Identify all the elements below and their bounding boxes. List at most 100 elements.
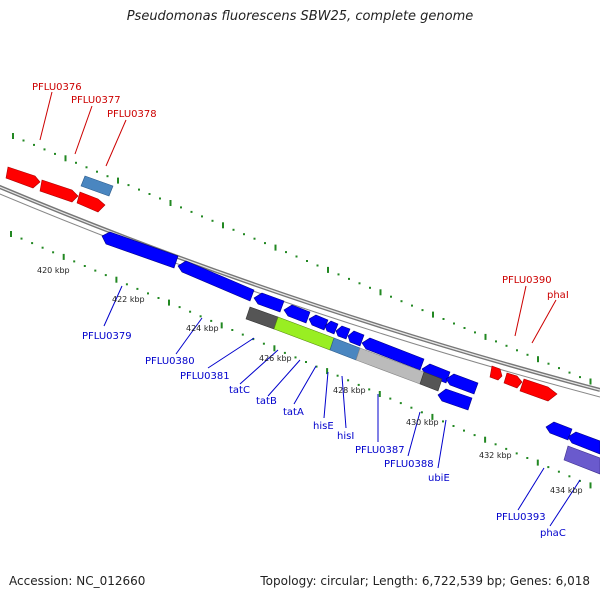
- tick-mark: [241, 333, 244, 336]
- gene-arrow[interactable]: [5, 166, 41, 189]
- tick-mark: [295, 255, 298, 258]
- tick-mark: [96, 170, 98, 173]
- gene-label[interactable]: hisE: [313, 421, 334, 432]
- tick-mark: [159, 197, 161, 200]
- gene-box[interactable]: [245, 306, 279, 330]
- tick-mark: [442, 420, 444, 423]
- tick-mark: [431, 413, 434, 420]
- gene-label[interactable]: PFLU0377: [71, 95, 121, 106]
- gene-label[interactable]: phaC: [540, 528, 566, 539]
- gene-arrow[interactable]: [335, 325, 351, 340]
- tick-mark: [452, 425, 455, 427]
- tick-mark: [484, 333, 487, 340]
- tick-mark: [420, 411, 423, 414]
- tick-mark: [273, 345, 276, 352]
- gene-arrow[interactable]: [39, 179, 79, 203]
- tick-mark: [12, 133, 14, 139]
- gene-arrow[interactable]: [361, 337, 425, 371]
- tick-mark: [495, 340, 497, 343]
- tick-mark: [178, 306, 181, 309]
- tick-mark: [147, 292, 149, 295]
- gene-box[interactable]: [80, 175, 114, 197]
- gene-label[interactable]: tatC: [229, 385, 250, 396]
- tick-mark: [169, 200, 172, 206]
- gene-arrow[interactable]: [567, 431, 600, 455]
- gene-label[interactable]: hisI: [337, 431, 354, 442]
- gene-label[interactable]: PFLU0390: [502, 275, 552, 286]
- gene-arrow[interactable]: [253, 292, 285, 313]
- genome-summary: Topology: circular; Length: 6,722,539 bp…: [260, 574, 590, 588]
- tick-mark: [201, 215, 203, 218]
- tick-mark: [264, 242, 266, 245]
- tick-mark: [138, 188, 140, 191]
- gene-arrow[interactable]: [437, 388, 473, 411]
- tick-mark: [326, 368, 329, 375]
- tick-mark: [106, 175, 109, 178]
- tick-mark: [378, 391, 381, 397]
- tick-mark: [243, 233, 245, 236]
- reverse-gene-labels: PFLU0379 PFLU0380 PFLU0381 tatC tatB tat…: [82, 331, 566, 539]
- gene-label[interactable]: ubiE: [428, 473, 450, 484]
- gene-box[interactable]: [419, 371, 443, 392]
- tick-mark: [484, 436, 487, 443]
- gene-label[interactable]: PFLU0387: [355, 445, 405, 456]
- tick-mark: [31, 242, 34, 245]
- tick-mark: [526, 457, 529, 459]
- tick-mark: [232, 228, 235, 231]
- tick-mark: [327, 266, 329, 273]
- tick-mark: [285, 251, 287, 254]
- gene-label[interactable]: PFLU0378: [107, 109, 157, 120]
- gene-label[interactable]: tatB: [256, 396, 277, 407]
- tick-mark: [463, 327, 466, 329]
- tick-mark: [537, 356, 539, 363]
- gene-arrow[interactable]: [503, 372, 523, 389]
- tick-mark: [22, 139, 25, 142]
- tick-mark: [125, 283, 128, 286]
- gene-arrow[interactable]: [101, 231, 179, 269]
- tick-mark: [252, 338, 255, 341]
- tick-mark: [336, 374, 339, 377]
- genome-backbone: [0, 184, 600, 398]
- gene-arrow[interactable]: [445, 373, 479, 395]
- tick-mark: [136, 287, 139, 290]
- gene-arrow[interactable]: [76, 191, 106, 213]
- tick-mark: [515, 452, 518, 455]
- tick-mark: [389, 397, 392, 400]
- tick-mark: [568, 475, 571, 478]
- gene-arrow[interactable]: [489, 365, 503, 381]
- tick-mark: [315, 365, 318, 368]
- tick-mark: [210, 319, 213, 322]
- gene-arrow[interactable]: [324, 320, 339, 335]
- tick-mark: [410, 406, 413, 409]
- tick-mark: [558, 367, 560, 370]
- gene-arrow[interactable]: [283, 304, 311, 324]
- gene-box[interactable]: [563, 445, 600, 475]
- gene-arrow[interactable]: [347, 330, 365, 347]
- gene-label[interactable]: PFLU0381: [180, 371, 230, 382]
- gene-arrow[interactable]: [519, 378, 558, 402]
- forward-strand-genes: [5, 166, 558, 402]
- scale-label: 424 kbp: [186, 324, 219, 333]
- gene-label[interactable]: tatA: [283, 407, 304, 418]
- scale-label: 428 kbp: [333, 386, 366, 395]
- scale-label: 432 kbp: [479, 451, 512, 460]
- gene-arrow[interactable]: [177, 260, 255, 302]
- tick-mark: [579, 376, 581, 379]
- gene-label[interactable]: PFLU0388: [384, 459, 434, 470]
- tick-mark: [180, 206, 182, 209]
- gene-arrow[interactable]: [545, 421, 573, 441]
- tick-mark: [10, 231, 12, 237]
- tick-mark: [442, 318, 445, 320]
- tick-mark: [411, 304, 413, 307]
- tick-mark: [516, 349, 518, 352]
- gene-label[interactable]: PFLU0393: [496, 512, 546, 523]
- tick-mark: [168, 299, 170, 306]
- gene-label[interactable]: PFLU0380: [145, 356, 195, 367]
- gene-label[interactable]: phaI: [547, 290, 569, 301]
- tick-mark: [83, 265, 86, 267]
- tick-mark: [474, 331, 476, 334]
- gene-label[interactable]: PFLU0379: [82, 331, 132, 342]
- scale-labels: 420 kbp 422 kbp 424 kbp 426 kbp 428 kbp …: [37, 266, 583, 495]
- gene-arrow[interactable]: [308, 314, 329, 331]
- gene-label[interactable]: PFLU0376: [32, 82, 82, 93]
